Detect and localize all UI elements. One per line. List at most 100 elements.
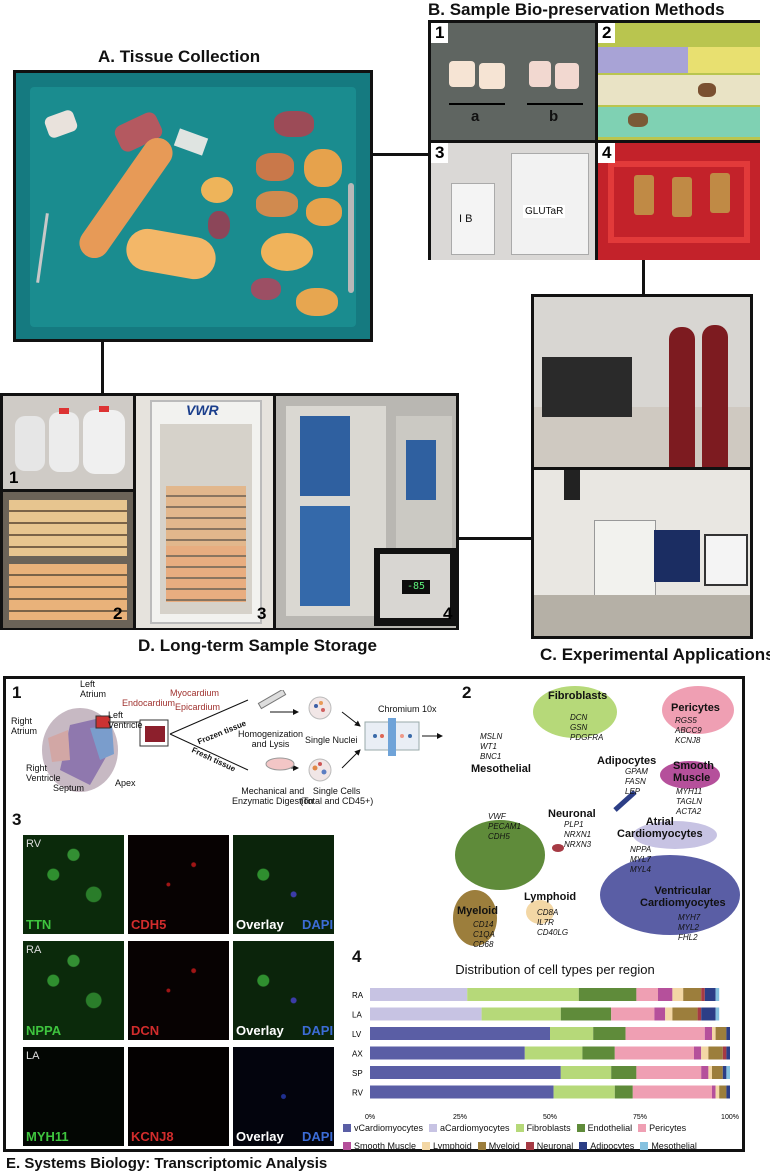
legend-label: Adipocytes [590, 1141, 635, 1151]
label-mechanical-digestion: Mechanical and Enzymatic Digestion [232, 786, 314, 806]
label-right-ventricle: Right Ventricle [26, 763, 61, 783]
endothelial-cluster [455, 820, 545, 890]
bar-segment-lv-smooth-muscle [704, 1027, 712, 1040]
adipocyte-cluster [613, 790, 637, 812]
legend-swatch [576, 1124, 585, 1132]
bar-segment-lv-lymphoid [712, 1027, 716, 1040]
category-label: AX [352, 1050, 363, 1059]
legend-label: Myeloid [488, 1141, 520, 1151]
label-right-atrium: Right Atrium [11, 716, 38, 736]
micrograph-region-label: RV [26, 838, 42, 850]
x-tick-label: 100% [721, 1114, 739, 1120]
long-term-storage-box: 1 2 VWR 3 -85 4 [0, 393, 459, 630]
legend-label: Endothelial [587, 1123, 633, 1133]
bar-segment-ra-myeloid [683, 988, 702, 1001]
legend-item: Myeloid [477, 1141, 520, 1151]
b2-photo [598, 23, 760, 140]
bar-segment-ax-fibroblasts [524, 1046, 583, 1060]
bar-segment-lv-fibroblasts [550, 1027, 594, 1040]
micrograph-ra-1 [23, 941, 124, 1040]
legend-item: Mesothelial [640, 1141, 697, 1151]
atrial-cluster [633, 821, 717, 849]
bar-segment-la-endothelial [560, 1007, 612, 1021]
systems-biology-box [3, 676, 745, 1152]
genes-smooth-muscle: MYH11 TAGLN ACTA2 [676, 787, 703, 816]
cluster-smooth-muscle: Smooth Muscle [673, 760, 714, 784]
e3-number: 3 [12, 810, 22, 829]
legend-item: Neuronal [525, 1141, 573, 1151]
stain-label-green: NPPA [26, 1023, 62, 1038]
b2-number: 2 [598, 23, 616, 43]
workflow-diagram [42, 690, 443, 792]
b1-label-a: a [471, 108, 480, 125]
bio-preservation-box: a b 1 2 I B GLUTaR 3 4 [428, 20, 760, 260]
label-chromium: Chromium 10x [378, 704, 437, 714]
e2-number: 2 [462, 683, 472, 702]
bar-segment-ra-acardiomyocytes [370, 988, 468, 1001]
bar-segment-lv-endothelial [593, 1027, 626, 1040]
overlay-label: Overlay [236, 1129, 284, 1144]
genes-endothelial: VWF PECAM1 CDH5 [488, 812, 521, 841]
bar-segment-la-adipocytes [701, 1007, 716, 1021]
b1-label-b: b [549, 108, 559, 125]
category-label: RA [352, 991, 364, 1000]
legend-label: Mesothelial [651, 1141, 697, 1151]
bar-segment-ra-neuronal [701, 988, 705, 1001]
micrograph-ra-3 [233, 941, 334, 1040]
legend-item: Smooth Muscle [343, 1141, 416, 1151]
label-left-ventricle: Left Ventricle [108, 710, 143, 730]
bar-segment-ax-lymphoid [701, 1046, 709, 1060]
bar-segment-ax-myeloid [708, 1046, 723, 1060]
bar-segment-la-myeloid [672, 1007, 698, 1021]
genes-mesothelial: MSLN WT1 BNC1 [480, 732, 503, 761]
micrograph-region-label: RA [26, 944, 42, 956]
bar-segment-la-mesothelial [715, 1007, 720, 1021]
panel-d-title: D. Long-term Sample Storage [138, 636, 377, 655]
legend-item: Adipocytes [579, 1141, 634, 1151]
cluster-adipocytes: Adipocytes [597, 755, 657, 767]
legend-swatch [515, 1124, 524, 1132]
bar-segment-ra-pericytes [636, 988, 658, 1001]
genes-fibroblasts: DCN GSN PDGFRA [570, 713, 604, 742]
pericyte-cluster [662, 686, 734, 734]
legend-label: aCardiomyocytes [440, 1123, 510, 1133]
genes-atrial: NPPA MYL7 MYL4 [630, 845, 652, 874]
bar-segment-ra-lymphoid [672, 988, 684, 1001]
label-septum: Septum [53, 783, 85, 793]
legend-swatch [525, 1142, 534, 1150]
legend-swatch [579, 1142, 588, 1150]
genes-lymphoid: CD8A IL7R CD40LG [537, 908, 569, 937]
bar-segment-la-acardiomyocytes [370, 1007, 482, 1021]
d2-number: 2 [113, 604, 123, 623]
d1-photo [3, 396, 133, 489]
panel-b-title: B. Sample Bio-preservation Methods [428, 0, 725, 19]
bar-segment-ax-pericytes [614, 1046, 694, 1060]
panel-a-title: A. Tissue Collection [98, 47, 261, 66]
c-bottom-photo [534, 470, 750, 636]
micrograph-region-label: LA [26, 1050, 40, 1062]
bar-segment-lv-adipocytes [726, 1027, 730, 1040]
label-myocardium: Myocardium [170, 688, 220, 698]
connector-d-c [458, 537, 531, 540]
x-tick-label: 0% [365, 1114, 375, 1120]
bar-segment-ax-smooth-muscle [694, 1046, 702, 1060]
label-epicardium: Epicardium [175, 702, 221, 712]
panel-e-title: E. Systems Biology: Transcriptomic Analy… [6, 1155, 328, 1172]
neuronal-cluster [552, 844, 564, 852]
b4-number: 4 [598, 143, 616, 163]
cluster-pericytes: Pericytes [671, 702, 720, 714]
legend-swatch [477, 1142, 486, 1150]
freezer-temperature-display: -85 [402, 580, 430, 594]
fibroblast-cluster [533, 686, 617, 738]
genes-pericytes: RGS5 ABCC9 KCNJ8 [675, 716, 702, 745]
x-tick-label: 25% [453, 1114, 467, 1120]
bar-segment-ra-endothelial [578, 988, 637, 1001]
legend-swatch [422, 1142, 431, 1150]
stain-label-red: CDH5 [131, 917, 167, 932]
cluster-lymphoid: Lymphoid [524, 891, 577, 903]
bar-segment-rv-endothelial [614, 1085, 633, 1099]
e4-number: 4 [352, 947, 362, 966]
ventricular-cluster [600, 855, 740, 935]
bar-segment-ra-adipocytes [704, 988, 716, 1001]
